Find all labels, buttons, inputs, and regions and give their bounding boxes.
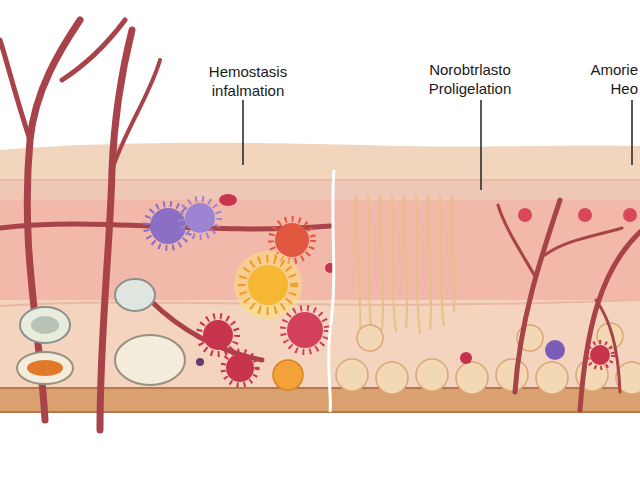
immune-cell	[115, 279, 155, 311]
small-dot	[196, 358, 204, 366]
neutrophil-cell	[590, 345, 610, 365]
collagen-fibre	[356, 196, 361, 330]
stage-label: Hemostasis infalmation	[193, 62, 303, 100]
immune-cell	[545, 340, 565, 360]
collagen-fibre	[452, 196, 455, 312]
layer-line	[0, 179, 640, 181]
cell-spikes	[242, 259, 294, 311]
collagen-fibre	[404, 196, 407, 328]
collagen-fibre	[428, 196, 431, 330]
neutrophil-cell	[203, 320, 233, 350]
cell-nucleus	[31, 316, 59, 334]
leader-line	[480, 100, 482, 190]
blood-vessel	[545, 228, 622, 255]
collagen-fibre	[368, 196, 372, 335]
blood-vessel	[515, 200, 560, 392]
round-cell	[416, 359, 448, 391]
inflammation-glow	[234, 251, 302, 319]
band-edge	[0, 411, 640, 413]
round-cell	[336, 359, 368, 391]
macrophage-cell	[17, 352, 73, 384]
cell-spikes	[199, 316, 237, 354]
round-cell	[273, 360, 303, 390]
leader-line	[631, 100, 633, 165]
round-cell	[376, 362, 408, 394]
collagen-fibre	[416, 196, 420, 334]
cell-spikes	[181, 199, 219, 237]
stage-label: Norobtrlasto Proligelation	[405, 60, 535, 98]
platelet-cell	[185, 203, 215, 233]
red-dot	[518, 208, 532, 222]
stage-label: Amorie Heo	[566, 60, 638, 98]
round-cell	[456, 362, 488, 394]
round-cell	[536, 362, 568, 394]
inflammation-cell	[248, 265, 288, 305]
immune-cell	[20, 307, 70, 343]
round-cell	[496, 359, 528, 391]
cell-spikes	[223, 351, 257, 385]
blood-vessel	[580, 232, 640, 410]
mitochondrion	[219, 194, 237, 206]
cell-nucleus	[27, 360, 63, 376]
cell-spikes	[283, 308, 327, 352]
red-dot	[578, 208, 592, 222]
cell-spikes	[587, 342, 613, 368]
macrophage-cell	[115, 335, 185, 385]
blood-vessel	[498, 205, 536, 278]
blood-vessel	[0, 40, 30, 140]
neutrophil-cell	[226, 354, 254, 382]
dermis-layer	[0, 200, 640, 310]
leader-line	[242, 100, 244, 165]
layer-boundary	[0, 300, 640, 306]
neutrophil-cell	[287, 312, 323, 348]
round-cell	[357, 325, 383, 351]
blood-vessel	[62, 20, 125, 80]
neutrophil-cell	[275, 223, 309, 257]
blood-vessel	[112, 60, 160, 170]
red-dot	[623, 208, 637, 222]
collagen-fibre	[440, 196, 444, 326]
epidermis-layer	[0, 180, 640, 202]
stage-divider	[329, 170, 334, 412]
collagen-fibre	[380, 196, 383, 330]
red-dot	[460, 352, 472, 364]
collagen-fibre	[392, 196, 396, 332]
